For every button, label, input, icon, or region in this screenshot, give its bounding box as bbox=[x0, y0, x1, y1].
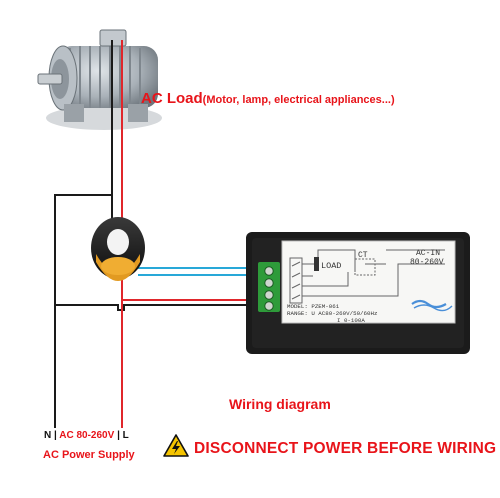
ac-load-detail: (Motor, lamp, electrical appliances...) bbox=[202, 94, 395, 106]
ac-load-label: AC Load(Motor, lamp, electrical applianc… bbox=[141, 90, 395, 107]
meter-model-line: MODEL: PZEM-061 bbox=[287, 303, 340, 310]
neutral-label: N bbox=[44, 430, 52, 441]
supply-title: AC Power Supply bbox=[43, 449, 135, 461]
live-label: L bbox=[122, 430, 129, 441]
power-meter: LOAD CT AC-IN 80-260V MODEL: PZEM-061 RA… bbox=[246, 232, 470, 354]
high-voltage-warning-icon bbox=[163, 434, 189, 457]
meter-ac-in-label: AC-IN bbox=[416, 249, 440, 258]
supply-range-label: N | AC 80-260V | L bbox=[44, 430, 129, 441]
warning-text: DISCONNECT POWER BEFORE WIRING bbox=[194, 440, 497, 457]
ct-coil-image bbox=[91, 217, 145, 281]
supply-voltage-range: AC 80-260V bbox=[59, 430, 115, 441]
live-marker: | bbox=[117, 430, 120, 441]
live-wire bbox=[121, 40, 268, 428]
meter-load-label: LOAD bbox=[321, 261, 341, 271]
meter-ct-label: CT bbox=[358, 251, 368, 260]
motor-image bbox=[37, 29, 162, 130]
meter-range-line-i: I 0-100A bbox=[337, 317, 365, 324]
meter-range-line-u: RANGE: U AC80-260V/50/60Hz bbox=[287, 310, 378, 317]
ac-load-main: AC Load bbox=[141, 90, 203, 107]
meter-ac-in-range: 80-260V bbox=[410, 258, 444, 267]
diagram-title: Wiring diagram bbox=[229, 396, 331, 412]
neutral-marker: | bbox=[54, 430, 57, 441]
brand-logo bbox=[411, 299, 453, 312]
terminal-block bbox=[258, 262, 280, 312]
